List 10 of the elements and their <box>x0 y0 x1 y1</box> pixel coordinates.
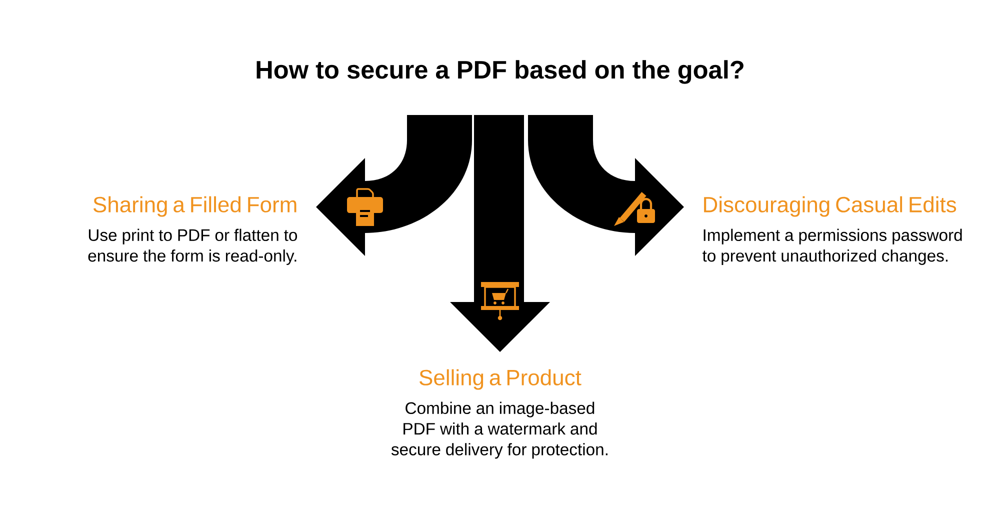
title: How to secure a PDF based on the goal? <box>256 60 744 84</box>
description: Implement a permissions password to prevent unauthorized changes. <box>702 228 962 265</box>
arrow <box>450 115 550 352</box>
heading: Selling a Product <box>420 369 582 390</box>
arrow <box>528 115 684 256</box>
description: Combine an image-based PDF with a watermark and secure delivery for protection. <box>391 402 608 459</box>
heading: Discouraging Casual Edits <box>704 196 956 217</box>
description: Use print to PDF or flatten to ensure the form is read-only. <box>88 228 298 265</box>
heading: Sharing a Filled Form <box>93 196 296 217</box>
arrow <box>316 115 472 256</box>
